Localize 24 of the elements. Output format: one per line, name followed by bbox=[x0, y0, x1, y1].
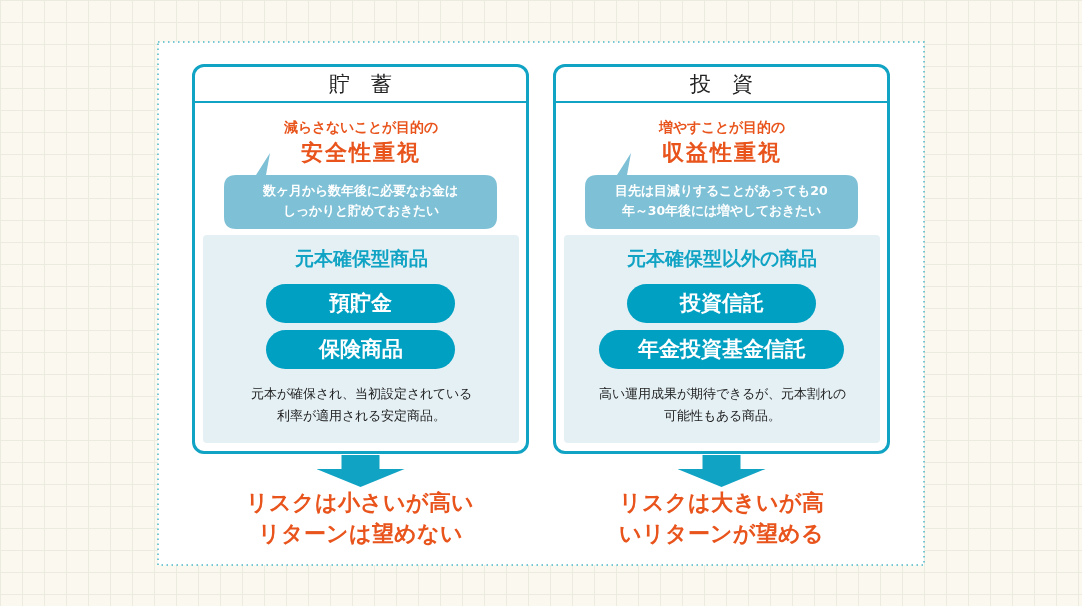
priority-heading: 収益性重視 bbox=[660, 139, 783, 167]
panel-heading: 貯 蓄 bbox=[328, 71, 393, 97]
result-text: リスクは小さいが高いリターンは望めない bbox=[212, 487, 508, 551]
priority-heading: 安全性重視 bbox=[299, 139, 422, 167]
product-pill: 年金投資基金信託 bbox=[599, 330, 844, 369]
product-heading: 元本確保型以外の商品 bbox=[626, 246, 818, 271]
product-pill: 投資信託 bbox=[627, 284, 816, 323]
goal-text: 減らさないことが目的の bbox=[282, 118, 439, 136]
description-text: 高い運用成果が期待できるが、元本割れの可能性もある商品。 bbox=[597, 385, 847, 425]
speech-text: 数ヶ月から数年後に必要なお金はしっかりと貯めておきたい bbox=[262, 182, 459, 220]
block-arrow bbox=[677, 455, 766, 487]
description-text: 元本が確保され、当初設定されている利率が適用される安定商品。 bbox=[249, 385, 473, 425]
category-panel bbox=[192, 64, 529, 454]
block-arrow bbox=[316, 455, 405, 487]
result-text: リスクは大きいが高いリターンが望める bbox=[573, 487, 869, 551]
category-panel bbox=[553, 64, 890, 454]
product-panel bbox=[564, 235, 880, 443]
product-heading: 元本確保型商品 bbox=[293, 246, 429, 271]
speech-text: 目先は目減りすることがあっても20年～30年後には増やしておきたい bbox=[614, 182, 829, 220]
product-pill: 保険商品 bbox=[266, 330, 455, 369]
goal-text: 増やすことが目的の bbox=[657, 118, 786, 136]
panel-heading: 投 資 bbox=[689, 71, 754, 97]
product-pill: 預貯金 bbox=[266, 284, 455, 323]
product-panel bbox=[203, 235, 519, 443]
